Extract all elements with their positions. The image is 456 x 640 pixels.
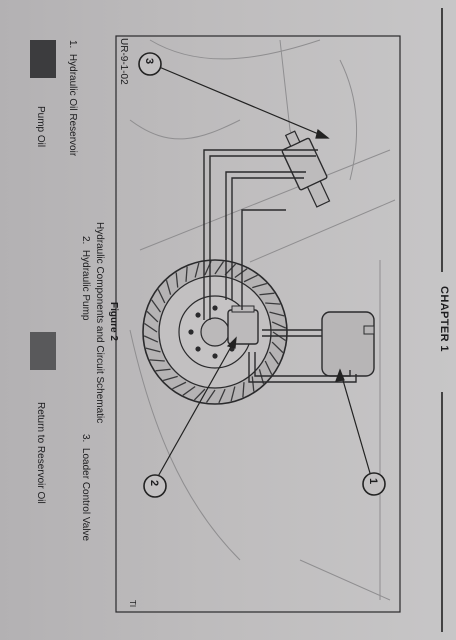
callout-number-2: 2 bbox=[148, 480, 160, 487]
loader-control-valve bbox=[281, 130, 331, 208]
tire-tread bbox=[149, 359, 165, 362]
tire-tread bbox=[269, 311, 285, 317]
tire-tread bbox=[251, 376, 255, 392]
tire-tread bbox=[230, 386, 236, 402]
tire-tread bbox=[259, 292, 275, 296]
tire-tread bbox=[193, 388, 206, 401]
component-label-3: Loader Control Valve bbox=[80, 447, 91, 542]
tire-tread bbox=[194, 262, 200, 278]
figure-corner-mark: TI bbox=[128, 600, 137, 608]
tire-tread bbox=[155, 368, 171, 372]
tire-tread bbox=[163, 375, 178, 382]
tire-tread bbox=[182, 385, 196, 396]
tire-tread bbox=[271, 321, 287, 329]
pump-oil-lines bbox=[203, 149, 322, 337]
return-oil-lines bbox=[248, 352, 357, 383]
chapter-heading: CHAPTER 1 bbox=[438, 286, 450, 352]
component-label-1: Hydraulic Oil Reservoir bbox=[67, 53, 78, 157]
lug-nut bbox=[188, 329, 194, 335]
tire-tread bbox=[265, 302, 281, 305]
legend-label-pump-oil: Pump Oil bbox=[35, 106, 46, 148]
lug-nut bbox=[212, 353, 218, 359]
legend-swatch-pump-oil bbox=[30, 40, 56, 78]
callout-number-1: 1 bbox=[367, 478, 379, 485]
component-label-2: Hydraulic Pump bbox=[80, 249, 91, 321]
tire-tread bbox=[218, 388, 226, 404]
callout-circle-3 bbox=[138, 52, 162, 76]
tire-tread bbox=[205, 389, 216, 403]
tire-tread bbox=[144, 322, 158, 333]
legend-swatch-return-oil bbox=[30, 332, 56, 370]
tire-tread bbox=[165, 280, 172, 295]
component-list-item-2: 2. Hydraulic Pump bbox=[80, 236, 91, 321]
callout-circle-1 bbox=[362, 472, 386, 496]
figure-frame bbox=[115, 35, 401, 613]
legend-label-return-oil: Return to Reservoir Oil bbox=[35, 402, 46, 504]
tire-tread bbox=[185, 266, 188, 282]
component-list-item-1: 1. Hydraulic Oil Reservoir bbox=[67, 40, 78, 157]
tire-tread bbox=[271, 341, 284, 354]
tire-tread bbox=[224, 263, 237, 276]
tire-tread bbox=[243, 274, 258, 283]
tire-tread bbox=[145, 347, 161, 353]
tire-tread bbox=[234, 268, 248, 279]
tire-tread bbox=[146, 310, 159, 323]
figure-title: Figure 2 bbox=[108, 302, 119, 341]
hydraulic-pump bbox=[227, 305, 259, 345]
callout-leaders bbox=[151, 63, 373, 481]
tire-tread bbox=[151, 299, 162, 313]
tire-tread bbox=[175, 272, 179, 288]
lug-nut bbox=[195, 346, 201, 352]
callout-number-3: 3 bbox=[143, 58, 155, 65]
tire-tread bbox=[143, 335, 159, 343]
tire-tread bbox=[264, 360, 273, 375]
figure-reference-code: UR-9-1-02 bbox=[118, 38, 129, 85]
reservoir-tank bbox=[321, 311, 375, 377]
tire-tread bbox=[268, 351, 279, 365]
tire-tread bbox=[157, 289, 166, 304]
tire-tread bbox=[252, 282, 267, 289]
tire-tread bbox=[172, 381, 187, 390]
callout-circle-2 bbox=[143, 474, 167, 498]
wheel-tire bbox=[142, 259, 288, 405]
component-list-item-3: 3. Loader Control Valve bbox=[80, 434, 91, 542]
tire-tread bbox=[242, 382, 245, 398]
lug-nut bbox=[195, 312, 201, 318]
lug-nut bbox=[212, 305, 218, 311]
figure-caption: Hydraulic Components and Circuit Schemat… bbox=[94, 222, 105, 424]
tire-tread bbox=[214, 261, 225, 275]
